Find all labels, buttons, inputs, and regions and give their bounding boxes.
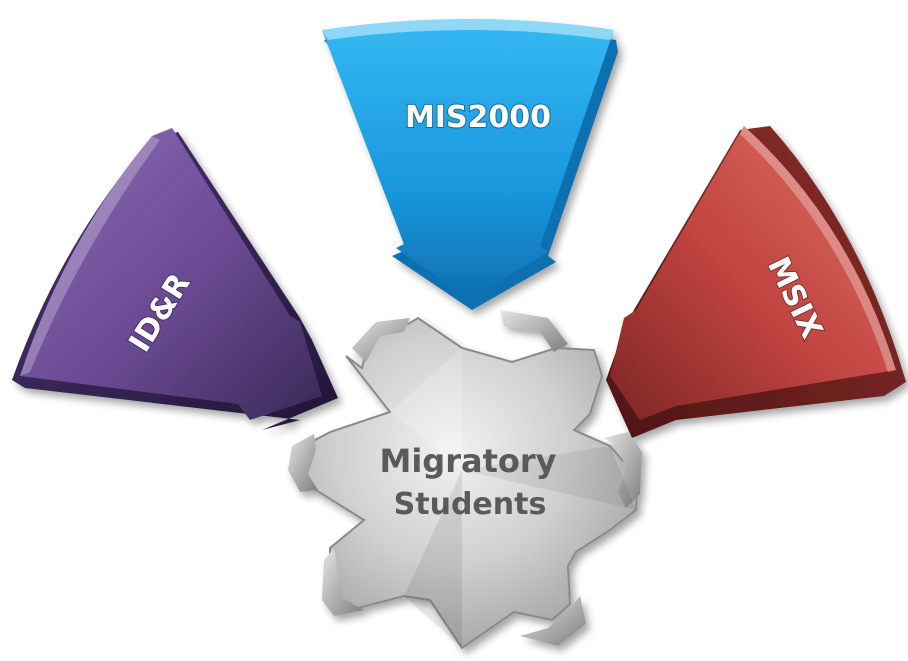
center-label-line2: Students xyxy=(394,487,547,522)
center-star-facet xyxy=(404,470,462,648)
star-cap-top-left xyxy=(352,318,410,362)
star-cap-bottom-left xyxy=(322,548,364,616)
star-cap-bottom-right xyxy=(520,596,586,646)
center-label-line1: Migratory xyxy=(379,442,556,480)
arrow-id-r-highlight xyxy=(20,136,160,376)
center-star-facet xyxy=(390,348,462,470)
arrow-mis2000-label: MIS2000 xyxy=(405,100,551,135)
arrow-msix-face xyxy=(610,126,896,420)
center-star-facet xyxy=(462,446,636,510)
arrow-id-r-face xyxy=(20,128,322,420)
arrow-mis2000-highlight xyxy=(322,19,614,40)
arrow-mis2000: MIS2000 xyxy=(322,19,618,310)
arrow-mis2000-face xyxy=(322,19,614,300)
center-star: Migratory Students xyxy=(288,310,642,650)
arrow-msix: MSIX xyxy=(606,126,906,438)
star-cap-top-right xyxy=(500,310,568,352)
arrow-msix-highlight xyxy=(740,126,896,372)
star-cap-right xyxy=(604,432,642,508)
star-cap-left xyxy=(288,434,318,492)
arrow-id-r: ID&R xyxy=(12,128,338,430)
